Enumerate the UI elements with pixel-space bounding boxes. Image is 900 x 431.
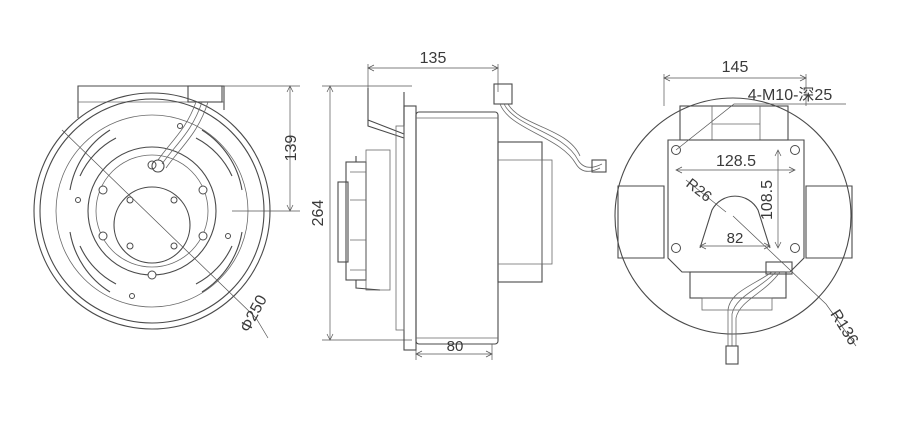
side-drum-lines — [416, 117, 498, 339]
front-slot — [79, 245, 117, 285]
side-bracket — [367, 88, 405, 135]
front-slot — [201, 129, 243, 191]
front-hub-inner — [95, 154, 209, 268]
side-hub-ribs — [350, 171, 366, 271]
front-diameter-label: Φ250 — [237, 292, 271, 335]
side-height-label: 264 — [310, 200, 327, 227]
rear-width-label: 145 — [722, 59, 749, 76]
front-bolt-hole — [147, 270, 157, 280]
side-hub-cap — [337, 181, 349, 263]
rear-r136-leader — [732, 215, 857, 347]
rear-center-width-label: 82 — [727, 230, 744, 247]
rear-top-block — [679, 105, 789, 141]
front-height-dim-arrows — [286, 85, 294, 212]
front-bolt-hole — [198, 185, 208, 195]
rear-view: 145 4-M10-深25 128.5 108.5 R26 82 — [614, 59, 861, 365]
rear-bottom-cap — [701, 297, 773, 311]
side-motor-lines — [498, 159, 542, 265]
rear-wire — [731, 271, 777, 346]
front-height-dim-lines — [224, 85, 300, 212]
side-wire — [507, 103, 581, 157]
rear-top-block-detail — [711, 106, 761, 140]
front-height-label: 139 — [283, 135, 300, 162]
rear-hole-spacing-v-label: 108.5 — [759, 180, 776, 220]
side-flange — [403, 105, 417, 351]
rear-wing-left — [617, 185, 665, 259]
side-motor-body — [497, 141, 543, 283]
side-height-dim-arrows — [326, 85, 334, 341]
front-bolt-hole — [126, 196, 134, 204]
side-bottom-dim-arrows — [415, 350, 493, 358]
rear-connector — [765, 261, 793, 275]
front-diameter-leader — [61, 129, 269, 339]
side-bracket-edge — [367, 120, 405, 139]
rear-mount-hole — [671, 243, 681, 253]
rear-hole-spacing-h-label: 128.5 — [716, 153, 756, 170]
rear-width-dim-lines — [663, 74, 807, 106]
rear-hole-spacing-v-arrows — [774, 149, 782, 249]
rear-wire-plug — [725, 345, 739, 365]
front-slot — [69, 129, 111, 191]
front-bolt-hole — [198, 231, 208, 241]
front-connector — [187, 85, 223, 103]
front-wire-grommet — [151, 159, 165, 173]
side-motor-cap — [541, 159, 553, 265]
side-width-dim-lines — [367, 64, 499, 92]
rear-width-dim-arrows — [663, 74, 807, 82]
side-hub-outer — [345, 161, 367, 281]
rear-outer-circle — [614, 97, 852, 335]
front-slot — [69, 231, 111, 293]
front-small-hole — [177, 123, 183, 129]
rear-mount-hole — [790, 243, 800, 253]
front-slot — [195, 137, 233, 177]
front-bolt-hole — [170, 196, 178, 204]
front-outer-circle-inner — [39, 98, 265, 324]
side-width-dim-arrows — [367, 64, 499, 72]
front-bolt-hole — [126, 242, 134, 250]
front-slot — [79, 137, 117, 177]
side-connector — [493, 83, 513, 105]
front-bolt-hole — [98, 185, 108, 195]
front-slot — [201, 231, 243, 293]
side-bottom-label: 80 — [447, 338, 464, 355]
side-drum — [415, 111, 499, 345]
rear-wing-right — [805, 185, 853, 259]
side-width-label: 135 — [420, 50, 447, 67]
rear-arch-cutout — [699, 195, 771, 249]
front-small-hole — [129, 293, 135, 299]
front-wire — [157, 101, 197, 161]
rear-wire — [735, 271, 781, 346]
side-hub-body — [365, 149, 391, 291]
side-wire — [499, 103, 601, 172]
front-bolt-hole — [98, 231, 108, 241]
rear-holes-leader — [675, 103, 846, 151]
side-height-dim-lines — [322, 85, 412, 341]
front-center-circle — [113, 186, 191, 264]
front-view: 139 Φ250 — [33, 85, 300, 339]
rear-hole-spacing-h-arrows — [675, 166, 796, 174]
side-wire — [503, 103, 603, 168]
front-bolt-hole — [170, 242, 178, 250]
rear-radius-large-label: R136 — [826, 307, 861, 349]
rear-center-width-arrows — [699, 242, 771, 250]
side-flange-inner — [395, 125, 405, 331]
side-view: 135 264 80 — [310, 50, 607, 360]
side-bottom-dim-lines — [415, 344, 493, 360]
front-small-hole — [75, 197, 81, 203]
front-slot — [195, 245, 233, 285]
rear-wire — [727, 271, 773, 346]
front-wire — [161, 101, 203, 165]
front-wire — [165, 101, 209, 169]
side-hub-detail — [355, 156, 381, 291]
rear-main-plate — [667, 139, 805, 273]
rear-mount-hole — [790, 145, 800, 155]
side-wire-plug — [591, 159, 607, 173]
rear-r26-leader — [685, 179, 727, 213]
front-small-hole — [225, 233, 231, 239]
rear-holes-label: 4-M10-深25 — [748, 86, 833, 104]
rear-radius-small-label: R26 — [683, 175, 715, 205]
